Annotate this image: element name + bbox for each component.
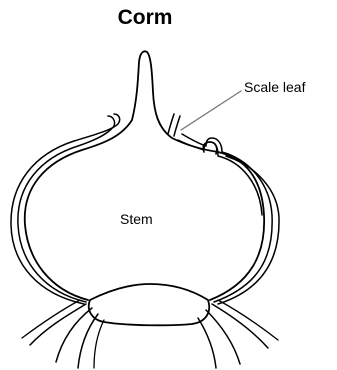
root-left-5 [94,320,104,368]
scale-leaf-label: Scale leaf [244,79,305,95]
scale-leaf-right-middle [178,140,262,215]
root-right-3 [198,318,216,368]
root-right-4 [218,300,278,340]
scale-leaf-right-tip-outer [174,116,180,136]
root-left-1 [30,304,86,345]
root-left-3 [78,314,98,368]
stem-label: Stem [120,211,153,227]
scale-leaf-pointer [181,91,241,130]
scale-leaf-right-tip-inner [168,114,174,134]
root-left-4 [22,300,80,338]
stem-outline [25,51,264,300]
basal-plate [89,284,209,325]
